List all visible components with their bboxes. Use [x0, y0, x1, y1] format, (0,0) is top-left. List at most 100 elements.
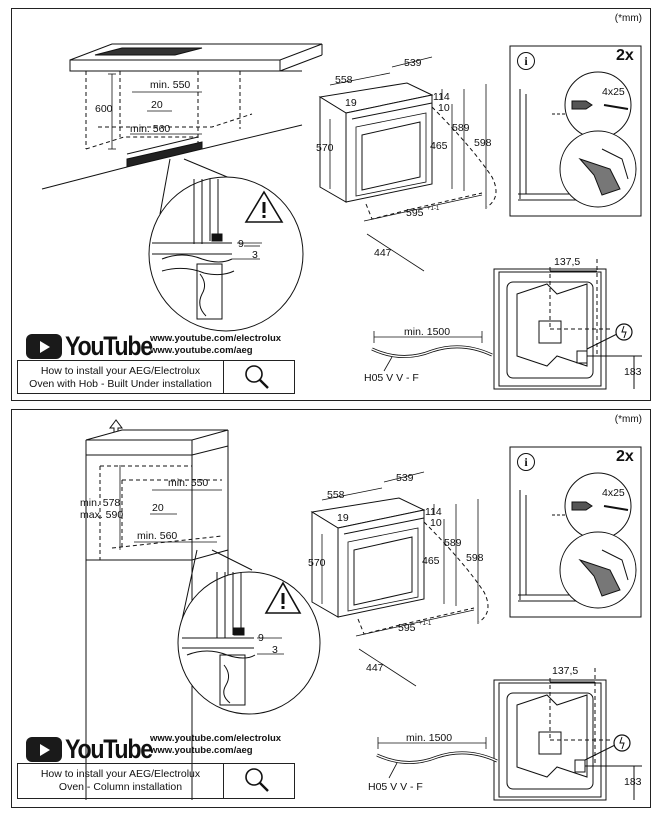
- oven-dim-tolerance: +1: [427, 206, 435, 212]
- built-under-diagram: 600 min. 550 20 min. 560: [41, 43, 642, 390]
- power-cable: [371, 331, 493, 372]
- dim-depth-gap: 20: [152, 502, 164, 514]
- rear-dim-offset: 137,5: [554, 256, 580, 268]
- detail-dim-3: 3: [252, 249, 258, 261]
- dim-min-height: min. 578: [80, 497, 120, 509]
- oven-3d-outline: [310, 497, 489, 635]
- youtube-logo[interactable]: YouTube: [26, 734, 166, 765]
- rear-dim-offset: 137,5: [552, 665, 578, 677]
- youtube-logo-text: YouTube: [65, 734, 153, 764]
- cable-min-length: min. 1500: [406, 732, 452, 744]
- dim-max-height: max. 590: [80, 509, 123, 521]
- fixing-instruction-box: [509, 45, 642, 217]
- fixing-quantity: 2x: [616, 47, 634, 64]
- oven-dim-depth-top: 558: [327, 489, 345, 501]
- detail-zoom-circle: [177, 549, 321, 715]
- oven-dim-tolerance: +1: [419, 621, 427, 627]
- unit-note: (*mm): [614, 414, 642, 425]
- oven-dimension-lines: [329, 56, 487, 272]
- howto-line2: Oven - Column installation: [58, 781, 183, 793]
- unit-note: (*mm): [614, 13, 642, 24]
- oven-dim-depth-bottom: 447: [374, 247, 392, 259]
- oven-dim-589: 589: [444, 537, 462, 549]
- power-cable: [376, 737, 498, 779]
- oven-dim-465: 465: [422, 555, 440, 567]
- oven-dim-598: 598: [474, 137, 492, 149]
- oven-rear-view: [493, 259, 642, 390]
- youtube-url-electrolux[interactable]: www.youtube.com/electrolux: [150, 733, 282, 744]
- detail-dim-3: 3: [272, 644, 278, 656]
- youtube-url-aeg[interactable]: www.youtube.com/aeg: [150, 345, 253, 356]
- dim-height-600: 600: [95, 103, 113, 115]
- oven-dim-10: 10: [430, 517, 442, 529]
- oven-dim-589: 589: [452, 122, 470, 134]
- howto-video-box[interactable]: How to install your AEG/Electrolux Oven …: [17, 360, 295, 394]
- oven-dim-width-top: 539: [404, 57, 422, 69]
- column-dimension-lines: [119, 465, 222, 550]
- oven-dim-height-body: 570: [308, 557, 326, 569]
- dim-min-depth: min. 560: [130, 123, 170, 135]
- youtube-urls: www.youtube.com/electrolux www.youtube.c…: [150, 333, 281, 357]
- detail-dim-9: 9: [258, 632, 264, 644]
- youtube-play-icon: [26, 334, 62, 359]
- dim-min-depth: min. 560: [137, 530, 177, 542]
- oven-dim-front-offset: 19: [337, 512, 349, 524]
- info-icon: i: [517, 52, 535, 70]
- rear-dim-height: 183: [624, 366, 642, 378]
- oven-dim-front-width: 595: [398, 622, 416, 634]
- oven-dim-depth-top: 558: [335, 74, 353, 86]
- ground-symbol-icon: [615, 323, 633, 341]
- search-icon[interactable]: [224, 361, 292, 393]
- detail-zoom-circle: [148, 158, 304, 332]
- oven-dim-tolerance-minus: -1: [434, 206, 440, 212]
- oven-dim-114: 114: [425, 506, 442, 518]
- youtube-logo-text: YouTube: [65, 331, 153, 361]
- fixing-instruction-box: [509, 446, 642, 618]
- warning-icon: [244, 190, 284, 223]
- worktop-with-hob: [41, 43, 323, 190]
- oven-dim-front-width: 595: [406, 207, 424, 219]
- fixing-quantity: 2x: [616, 448, 634, 465]
- youtube-url-aeg[interactable]: www.youtube.com/aeg: [150, 745, 253, 756]
- fixing-screws: 4x25: [602, 487, 625, 499]
- column-diagram: min. 578 max. 590 min. 550 20 min. 560: [80, 419, 642, 801]
- oven-rear-view: [493, 668, 642, 801]
- oven-dim-10: 10: [438, 102, 450, 114]
- howto-video-box[interactable]: How to install your AEG/Electrolux Oven …: [17, 763, 295, 799]
- panel-built-under: (*mm): [11, 8, 651, 401]
- oven-dimension-lines: [321, 471, 479, 687]
- dim-min-width: min. 550: [150, 79, 190, 91]
- ground-symbol-icon: [613, 734, 631, 752]
- youtube-urls: www.youtube.com/electrolux www.youtube.c…: [150, 733, 281, 757]
- search-icon[interactable]: [224, 764, 292, 798]
- howto-line2: Oven with Hob - Built Under installation: [29, 378, 212, 390]
- howto-text: How to install your AEG/Electrolux Oven …: [18, 361, 224, 393]
- oven-dim-height-body: 570: [316, 142, 334, 154]
- detail-dim-9: 9: [238, 238, 244, 250]
- cable-min-length: min. 1500: [404, 326, 450, 338]
- howto-line1: How to install your AEG/Electrolux: [40, 768, 201, 780]
- oven-dim-598: 598: [466, 552, 484, 564]
- youtube-logo[interactable]: YouTube: [26, 331, 166, 362]
- oven-dim-front-offset: 19: [345, 97, 357, 109]
- cable-type: H05 V V - F: [368, 781, 423, 793]
- dim-min-width: min. 550: [168, 477, 208, 489]
- info-icon: i: [517, 453, 535, 471]
- dim-depth-gap: 20: [151, 99, 163, 111]
- youtube-play-icon: [26, 737, 62, 762]
- panel-column: (*mm) min. 578 max. 590 min. 550: [11, 409, 651, 808]
- oven-dim-tolerance-minus: -1: [426, 621, 432, 627]
- oven-dim-width-top: 539: [396, 472, 414, 484]
- youtube-url-electrolux[interactable]: www.youtube.com/electrolux: [150, 333, 282, 344]
- cabinet-dimension-lines: [108, 73, 202, 150]
- oven-dim-114: 114: [433, 91, 450, 103]
- oven-dim-465: 465: [430, 140, 448, 152]
- fixing-screws: 4x25: [602, 86, 625, 98]
- rear-dim-height: 183: [624, 776, 642, 788]
- warning-icon: [264, 581, 302, 614]
- howto-line1: How to install your AEG/Electrolux: [40, 365, 201, 377]
- howto-text: How to install your AEG/Electrolux Oven …: [18, 764, 224, 798]
- oven-3d-outline: [318, 82, 497, 220]
- oven-dim-depth-bottom: 447: [366, 662, 384, 674]
- cable-type: H05 V V - F: [364, 372, 419, 384]
